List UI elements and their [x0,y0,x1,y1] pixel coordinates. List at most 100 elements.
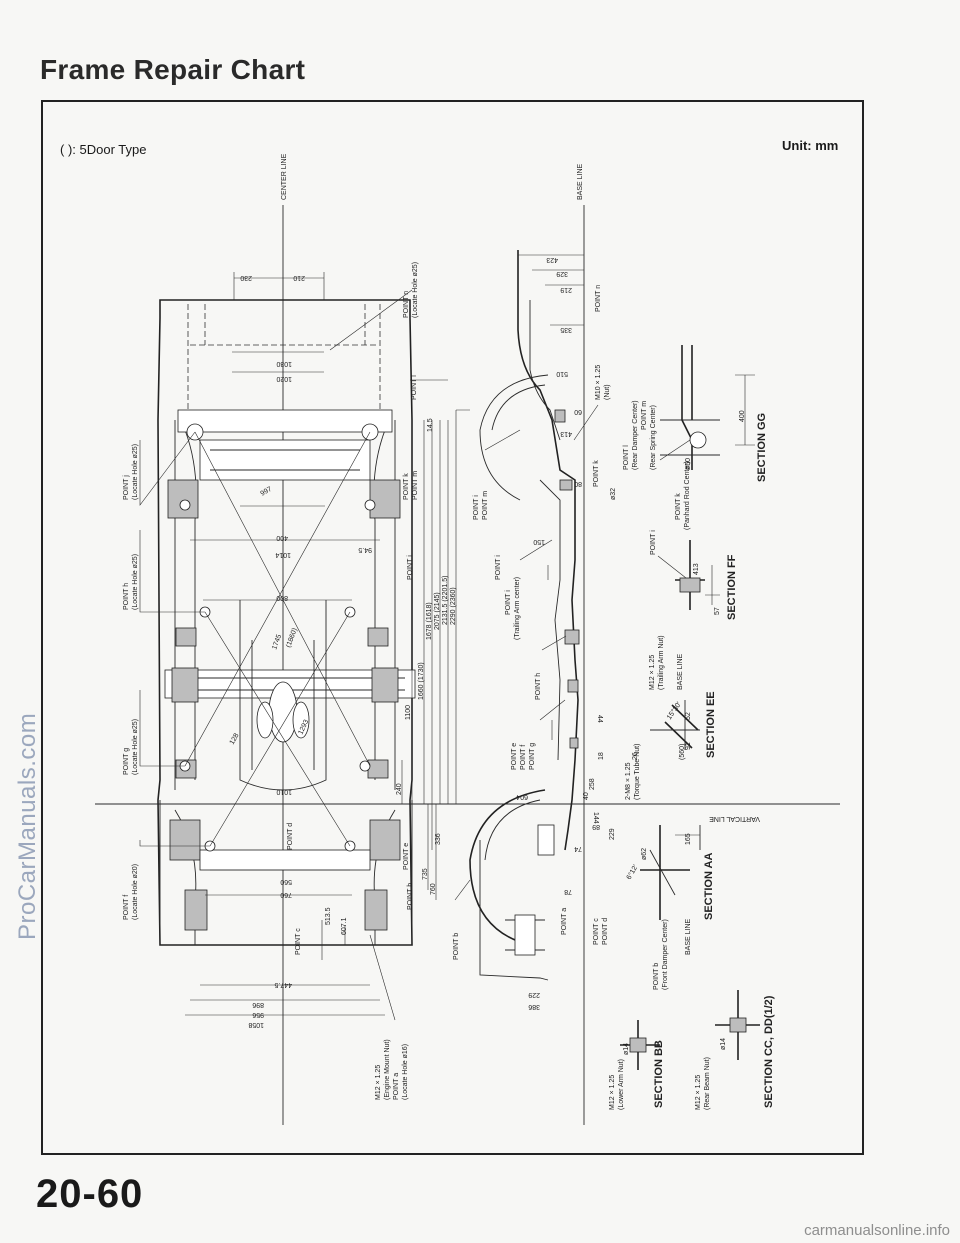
svg-text:BASE LINE: BASE LINE [677,653,684,690]
point-a-callout: M12 × 1.25 (Engine Mount Nut) POINT a (L… [369,934,409,1100]
svg-text:44: 44 [596,715,603,723]
svg-text:(Rear Spring Center): (Rear Spring Center) [650,405,657,470]
svg-text:ø14: ø14 [623,1043,630,1055]
svg-text:M10 × 1.25: M10 × 1.25 [595,365,602,400]
svg-text:94.5: 94.5 [358,546,372,553]
svg-text:POINT g: POINT g [529,743,536,770]
point-e-label: POINT e [403,843,410,870]
section-bb-title: SECTION BB [653,1040,665,1108]
svg-text:128: 128 [229,732,241,746]
svg-text:1678 (1618): 1678 (1618) [426,602,433,640]
svg-text:510: 510 [556,370,568,377]
section-ff-title: SECTION FF [726,554,738,620]
svg-text:57: 57 [714,607,721,615]
point-i-label: POINT i [407,555,414,580]
svg-text:POINT h: POINT h [535,673,542,700]
svg-text:POINT d: POINT d [602,918,609,945]
svg-text:760: 760 [430,883,437,895]
svg-text:335: 335 [560,326,572,333]
center-line-label: CENTER LINE [281,153,288,200]
svg-text:513.5: 513.5 [325,907,332,925]
underbody-plan-view [157,272,416,1016]
point-g-note: (Locate Hole ø25) [132,719,139,775]
point-h-note: (Locate Hole ø25) [132,554,139,610]
svg-text:229: 229 [528,991,540,998]
svg-text:POINT m: POINT m [482,491,489,520]
svg-text:1745: 1745 [271,634,283,651]
svg-text:POINT m: POINT m [641,401,648,430]
svg-text:400: 400 [739,410,746,422]
section-cc-dd: ø14 M12 × 1.25 (Rear Beam Nut) SECTION C… [695,990,775,1110]
svg-text:POINT b: POINT b [453,933,460,960]
svg-text:POINT a: POINT a [561,908,568,935]
svg-text:229: 229 [609,828,616,840]
point-c-label: POINT c [295,928,302,955]
svg-text:258: 258 [589,778,596,790]
chart-frame [41,100,864,1155]
svg-text:26: 26 [632,752,639,760]
section-aa-title: SECTION AA [703,853,715,920]
unit-note: Unit: mm [782,138,839,153]
svg-text:604: 604 [516,793,528,800]
point-j-note: (Locate Hole ø25) [132,444,139,500]
svg-text:400: 400 [276,534,288,541]
side-watermark[interactable]: ProCarManuals.com [14,712,41,940]
svg-text:(Torque Tube Nut): (Torque Tube Nut) [634,744,641,800]
svg-text:POINT i: POINT i [495,555,502,580]
point-labels-right: POINT n (Locate Hole ø25) POINT l POINT … [287,262,419,955]
point-j-label: POINT j [123,475,130,500]
svg-text:89: 89 [592,823,600,830]
svg-text:230: 230 [240,274,252,281]
point-d-label: POINT d [287,823,294,850]
svg-text:ø32: ø32 [610,488,617,500]
svg-text:240: 240 [396,783,403,795]
svg-text:(Front Damper Center): (Front Damper Center) [662,919,669,990]
point-g-label: POINT g [123,748,130,775]
svg-text:POINT i: POINT i [650,530,657,555]
svg-text:896: 896 [252,1001,264,1008]
svg-text:210: 210 [293,274,305,281]
svg-text:(Nut): (Nut) [604,384,611,400]
point-m-label: POINT m [412,471,419,500]
svg-text:800: 800 [276,594,288,601]
svg-text:BASE LINE: BASE LINE [685,918,692,955]
svg-text:(Trailing Arm Nut): (Trailing Arm Nut) [658,635,665,690]
svg-text:M12 × 1.25: M12 × 1.25 [375,1065,382,1100]
svg-text:POINT n: POINT n [595,285,602,312]
svg-text:(Trailing Arm center): (Trailing Arm center) [514,577,521,640]
svg-text:(560): (560) [679,744,686,760]
svg-text:18: 18 [598,752,605,760]
svg-text:1010: 1010 [276,788,292,795]
page-title: Frame Repair Chart [40,54,306,85]
svg-text:POINT i: POINT i [473,495,480,520]
svg-text:14.5: 14.5 [427,418,434,432]
svg-text:ø62: ø62 [641,848,648,860]
base-line-label: BASE LINE [577,163,584,200]
svg-text:POINT e: POINT e [511,743,518,770]
point-n-label: POINT n [403,291,410,318]
long-dimension-lines: 1100 1660 (1730) 1678 (1618) 2075 (2145)… [396,379,470,900]
svg-text:997: 997 [260,486,274,498]
svg-text:165: 165 [685,833,692,845]
svg-text:ø14: ø14 [720,1038,727,1050]
page-number: 20-60 [36,1172,144,1216]
point-f-note: (Locate Hole ø20) [132,864,139,920]
svg-text:40: 40 [583,792,590,800]
section-ee: 15°30' 52 91 (560) 2-M8 × 1.25 (Torque T… [625,691,717,800]
top-view-dimensions: 230 210 1030 1020 400 1014 800 997 1010 … [229,274,434,1028]
bottom-watermark[interactable]: carmanualsonline.info [804,1222,950,1239]
svg-text:60: 60 [574,408,582,415]
svg-text:(1860): (1860) [285,627,298,648]
svg-text:POINT f: POINT f [520,745,527,770]
section-gg-title: SECTION GG [756,413,768,482]
svg-text:735: 735 [422,868,429,880]
section-ee-title: SECTION EE [705,691,717,758]
svg-text:M12 × 1.25: M12 × 1.25 [695,1075,702,1110]
svg-text:(Panhard Rod Center): (Panhard Rod Center) [684,461,691,530]
svg-text:POINT l: POINT l [623,445,630,470]
svg-text:423: 423 [546,256,558,263]
point-f-label: POINT f [123,895,130,920]
side-view-point-labels: POINT i POINT m POINT i POINT i (Trailin… [453,285,611,960]
svg-text:1020: 1020 [276,375,292,382]
